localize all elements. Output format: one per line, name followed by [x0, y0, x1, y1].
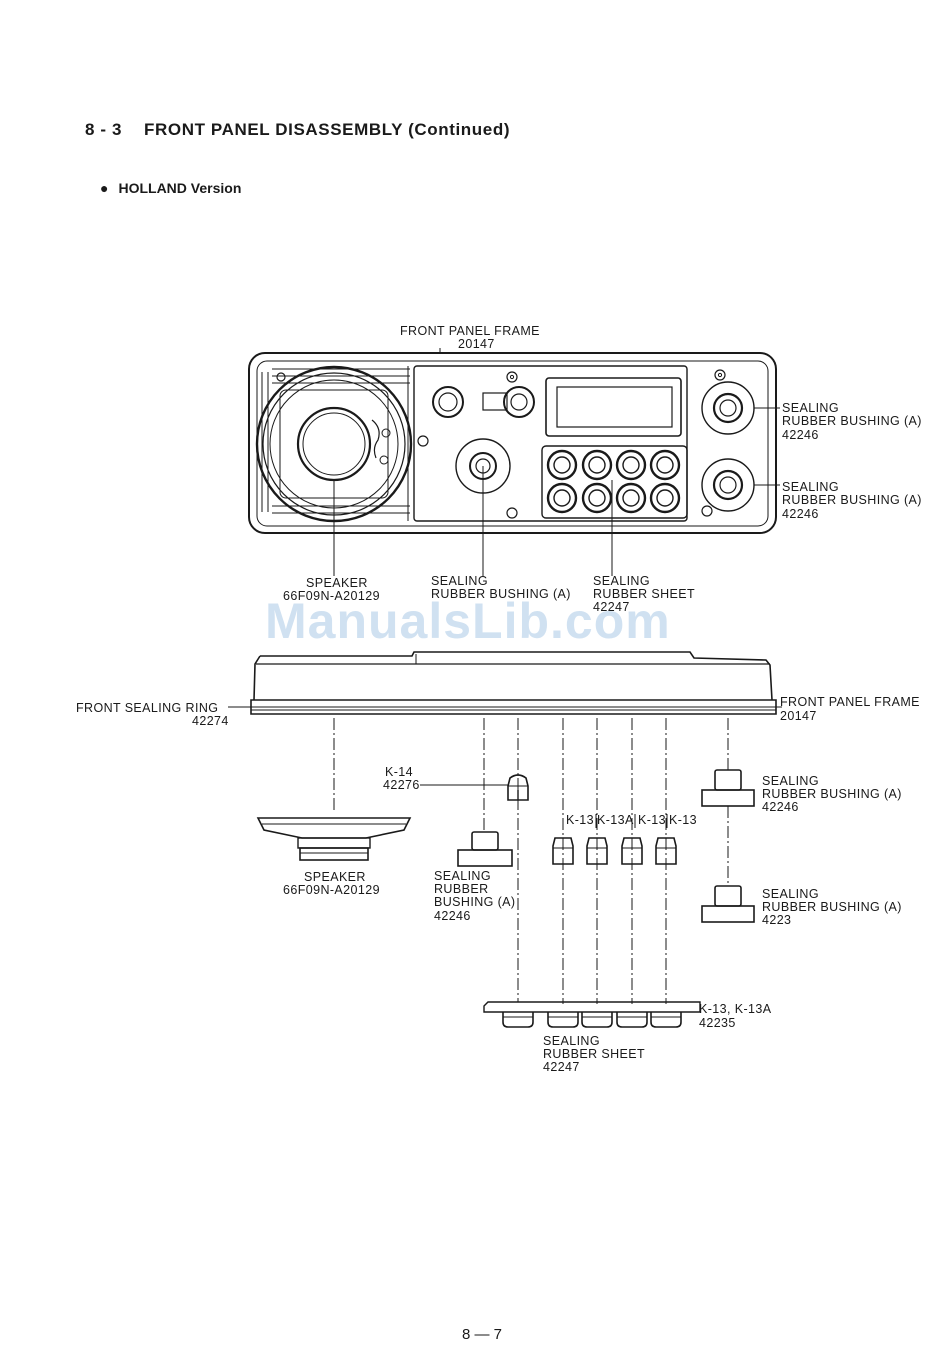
sheet-key-cap [581, 1012, 613, 1028]
keypad-button [615, 449, 647, 481]
ring-label-2: 42274 [192, 714, 229, 728]
k13-label-a: K-13 [566, 813, 594, 827]
bush-e2-label-2: RUBBER BUSHING (A) [762, 900, 902, 914]
bush-l-label-2: RUBBER [434, 882, 489, 896]
sheet-bot-label-3: 42247 [543, 1060, 580, 1074]
keypad-front [541, 445, 688, 519]
version-label: HOLLAND Version [118, 180, 242, 196]
sheet-top-label-3: 42247 [593, 600, 630, 614]
k13a-label: K-13A [597, 813, 634, 827]
keys-label-2: 42235 [699, 1016, 736, 1030]
display-window [545, 377, 682, 437]
front-panel-frame-side [228, 651, 782, 715]
rubber-sheet-side [483, 1001, 701, 1028]
bush-l-label-4: 42246 [434, 909, 471, 923]
k13-label-b: K-13 [638, 813, 666, 827]
spk-bot-label-1: SPEAKER [304, 870, 366, 884]
keypad-button-center [553, 489, 571, 507]
spk-top-label-2: 66F09N-A20129 [283, 589, 380, 603]
bushings-right-front [701, 381, 755, 512]
keypad-button-center [656, 489, 674, 507]
bush-e2-label-1: SEALING [762, 887, 819, 901]
version-heading: ● HOLLAND Version [100, 180, 241, 196]
frame-side-label-1: FRONT PANEL FRAME [780, 695, 920, 709]
k14-label-2: 42276 [383, 778, 420, 792]
keypad-button-center [588, 489, 606, 507]
bush-c-label-1: SEALING [431, 574, 488, 588]
section-heading: 8 - 3 FRONT PANEL DISASSEMBLY (Continued) [85, 120, 510, 140]
page-number: 8 — 7 [462, 1326, 503, 1343]
keypad-button [546, 482, 578, 514]
bushing-right-lower [701, 885, 755, 923]
keypad-button [546, 449, 578, 481]
sheet-bot-label-1: SEALING [543, 1034, 600, 1048]
bush-l-label-3: BUSHING (A) [434, 895, 516, 909]
k13-knob [655, 837, 677, 865]
k13-knob [621, 837, 643, 865]
k13-knobs [552, 837, 677, 865]
bullet-icon: ● [100, 180, 109, 196]
speaker-side [256, 817, 412, 861]
bush-r1-label-2: RUBBER BUSHING (A) [782, 414, 922, 428]
bush-r1-label-3: 42246 [782, 428, 819, 442]
keys-label-1: K-13, K-13A [699, 1002, 772, 1016]
keypad-button-center [622, 489, 640, 507]
bush-r2-label-3: 42246 [782, 507, 819, 521]
watermark: ManualsLib.com [265, 593, 671, 649]
bush-r2-label-2: RUBBER BUSHING (A) [782, 493, 922, 507]
bush-e1-label-3: 42246 [762, 800, 799, 814]
bush-e2-label-3: 4223 [762, 913, 791, 927]
section-number: 8 - 3 [85, 120, 123, 139]
k13-label-c: K-13 [669, 813, 697, 827]
keypad-button [581, 482, 613, 514]
keypad-button-center [553, 456, 571, 474]
bush-r1-label-1: SEALING [782, 401, 839, 415]
sheet-key-cap [547, 1012, 579, 1028]
keypad-button [615, 482, 647, 514]
k14-knob [507, 774, 529, 801]
k13-knob [552, 837, 574, 865]
keypad-button [649, 449, 681, 481]
bush-l-label-1: SEALING [434, 869, 491, 883]
bush-c-label-2: RUBBER BUSHING (A) [431, 587, 571, 601]
keypad-button [581, 449, 613, 481]
spk-top-label-1: SPEAKER [306, 576, 368, 590]
bushing-left [457, 831, 513, 867]
sheet-key-cap [502, 1012, 534, 1028]
sheet-key-cap [616, 1012, 648, 1028]
section-title: FRONT PANEL DISASSEMBLY (Continued) [144, 120, 511, 139]
bush-e1-label-2: RUBBER BUSHING (A) [762, 787, 902, 801]
bushing-right-upper [701, 769, 755, 807]
ring-label-1: FRONT SEALING RING [76, 701, 218, 715]
keypad-button-center [588, 456, 606, 474]
spk-bot-label-2: 66F09N-A20129 [283, 883, 380, 897]
k14-label-1: K-14 [385, 765, 413, 779]
bush-r2-label-1: SEALING [782, 480, 839, 494]
frame-top-label-1: FRONT PANEL FRAME [400, 324, 540, 338]
keypad-button-center [656, 456, 674, 474]
k13-knob [586, 837, 608, 865]
sheet-top-label-2: RUBBER SHEET [593, 587, 695, 601]
sheet-key-cap [650, 1012, 682, 1028]
keypad-button [649, 482, 681, 514]
keypad-button-center [622, 456, 640, 474]
sheet-bot-label-2: RUBBER SHEET [543, 1047, 645, 1061]
frame-side-label-2: 20147 [780, 709, 817, 723]
frame-top-label-2: 20147 [458, 337, 495, 351]
front-panel-frame [248, 352, 777, 534]
sheet-top-label-1: SEALING [593, 574, 650, 588]
bush-e1-label-1: SEALING [762, 774, 819, 788]
